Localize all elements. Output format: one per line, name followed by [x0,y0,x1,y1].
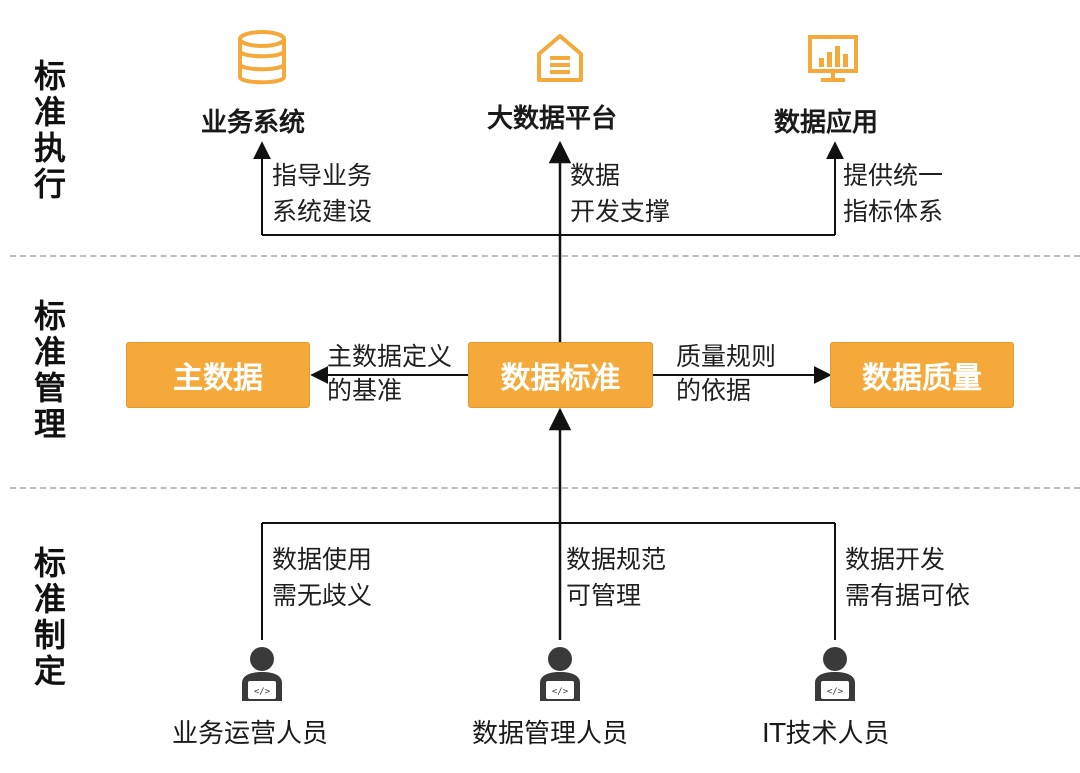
band-label-char: 标 [33,544,66,582]
bigdata-platform-note: 数据 开发支撑 [570,161,671,226]
person-laptop-icon: </> [815,647,855,701]
band-separator-bottom [10,487,1080,489]
band-label-char: 标 [33,57,66,95]
band-label-char: 准 [33,333,66,371]
it-staff-label: IT技术人员 [762,719,890,749]
band-label-char: 定 [33,652,66,690]
band-label-char: 理 [33,405,66,443]
band-separator-top [10,255,1080,257]
svg-text:</>: </> [552,687,569,697]
band-label-char: 管 [33,369,66,407]
data-application-title: 数据应用 [774,108,879,138]
svg-text:</>: </> [827,687,844,697]
business-ops-note: 数据使用 需无歧义 [272,545,373,610]
band-label-formulation: 标准制定 [28,545,72,689]
house-document-icon [537,34,583,82]
business-system-title: 业务系统 [201,108,306,138]
band-label-char: 执 [33,129,66,167]
band-label-char: 行 [33,165,66,203]
data-quality-box: 数据质量 [830,342,1014,408]
band-label-char: 制 [33,616,66,654]
band-label-char: 标 [33,297,66,335]
business-ops-label: 业务运营人员 [172,719,329,749]
data-standard-box: 数据标准 [468,342,653,408]
person-laptop-icon: </> [242,647,282,701]
person-laptop-icon: </> [540,647,580,701]
master-data-box: 主数据 [126,342,310,408]
data-quality-note: 质量规则 的依据 [676,342,777,405]
bar-chart-monitor-icon [808,35,858,82]
svg-text:</>: </> [254,687,271,697]
band-label-management: 标准管理 [28,298,72,442]
band-label-execution: 标准执行 [28,58,72,202]
band-label-char: 准 [33,580,66,618]
master-data-note: 主数据定义 的基准 [327,342,453,405]
bigdata-platform-title: 大数据平台 [487,104,618,134]
band-label-char: 准 [33,93,66,131]
it-staff-note: 数据开发 需有据可依 [845,545,971,610]
data-application-note: 提供统一 指标体系 [843,161,944,226]
data-management-note: 数据规范 可管理 [566,545,667,610]
data-management-label: 数据管理人员 [472,719,629,749]
database-stack-icon [238,30,286,85]
business-system-note: 指导业务 系统建设 [272,161,373,226]
